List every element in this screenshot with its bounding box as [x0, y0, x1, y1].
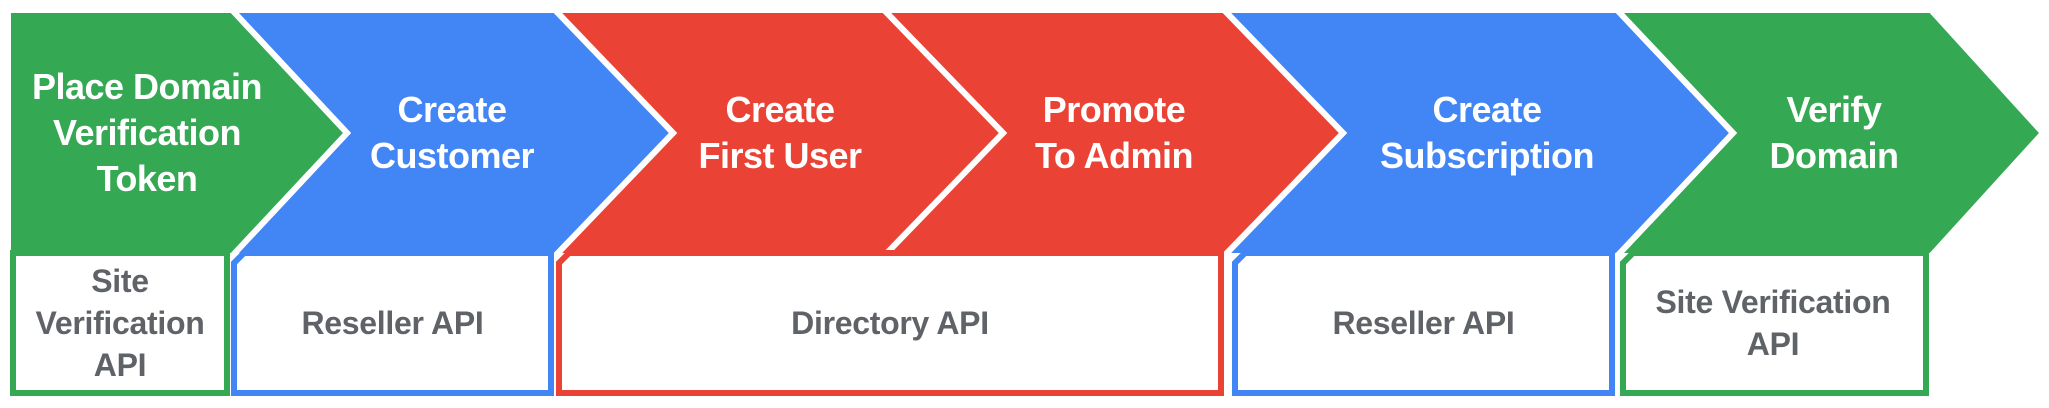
api-box-site-verification-left: [10, 250, 230, 396]
api-box-reseller-left: [231, 250, 554, 396]
api-box-reseller-right: [1232, 250, 1615, 396]
api-box-directory: [556, 250, 1224, 396]
api-box-site-verification-right: [1620, 250, 1929, 396]
chevron-shape-place-domain-verification-token: [5, 7, 352, 259]
